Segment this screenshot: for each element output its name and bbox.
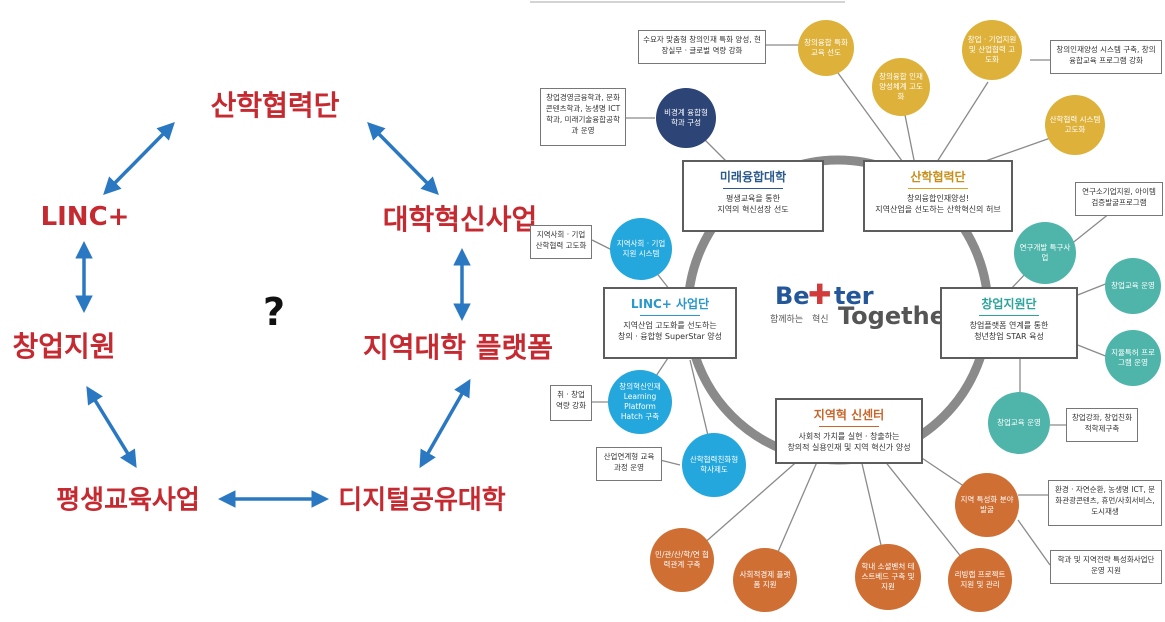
box-linc: LINC+ 사업단 지역산업 고도화를 선도하는 창의 · 융합형 SuperS… — [603, 287, 737, 359]
circle-teal-3: 지율특허 프로그램 운영 — [1105, 330, 1161, 386]
node-digital: 디지털공유대학 — [338, 485, 506, 516]
better-together-logo: Be ✚ ter 함께하는 혁신 Together — [770, 278, 958, 330]
note-blue-3: 산업연계형 교육과정 운영 — [596, 447, 662, 481]
circle-teal-4: 창업교육 운영 — [988, 392, 1050, 454]
circle-teal-2: 창업교육 운영 — [1105, 258, 1161, 314]
note-orange-5b: 학과 및 지역전략 특성화사업단 운영 지원 — [1050, 550, 1162, 584]
right-diagram: Be ✚ ter 함께하는 혁신 Together 미래융합대학 평생교육을 통… — [530, 0, 1165, 622]
note-orange-5: 환경 · 자연순환, 농생명 ICT, 문화관광콘텐츠, 휴먼/사회서비스, 도… — [1048, 480, 1162, 526]
box-future: 미래융합대학 평생교육을 통한 지역의 혁신성장 선도 — [682, 160, 824, 232]
circle-navy-1: 비경계 융합형 학과 구성 — [656, 88, 716, 148]
circle-orange-5: 지역 특성화 분야 발굴 — [955, 473, 1019, 537]
box-startup: 창업지원단 창업플랫폼 연계를 통한 청년창업 STAR 육성 — [940, 287, 1078, 359]
arrow-industry-innovation — [367, 122, 439, 195]
circle-blue-2: 창의혁신인재 Learning Platform Hatch 구축 — [608, 370, 672, 434]
node-regional: 지역대학 플랫폼 — [362, 331, 554, 364]
circle-blue-1: 지역사회 · 기업 지원 시스템 — [610, 218, 672, 280]
arrow-startup-lifelong — [86, 386, 137, 468]
question-mark: ? — [262, 290, 286, 334]
note-gold-3: 창의인재양성 시스템 구축, 창의융합교육 프로그램 강화 — [1050, 40, 1162, 74]
note-blue-2: 취 · 창업 역량 강화 — [550, 385, 592, 421]
node-startup: 창업지원 — [12, 330, 116, 363]
circle-orange-1: 민/관/산/학/연 협력관계 구축 — [650, 528, 714, 592]
box-regional: 지역혁 신센터 사회적 가치를 실현 · 창출하는 창의적 실용인재 및 지역 … — [775, 398, 923, 464]
note-teal-1: 연구소기업지원, 아이템검증발굴프로그램 — [1075, 182, 1163, 216]
circle-orange-2: 사회적경제 플랫폼 지원 — [733, 548, 797, 612]
arrows-layer — [75, 122, 471, 508]
note-teal-4: 창업강좌, 창업친화적학제구축 — [1066, 408, 1138, 442]
arrow-regional-digital — [419, 378, 471, 469]
circle-gold-1: 창의융합 특화교육 선도 — [798, 20, 854, 76]
circle-gold-2: 창의융합 인재양성체계 고도화 — [872, 58, 930, 116]
node-linc: LINC+ — [40, 202, 130, 232]
node-innovation: 대학혁신사업 — [382, 203, 538, 236]
circle-blue-3: 산학협력친화형 학사제도 — [682, 433, 746, 497]
note-gold-1: 수요자 맞춤형 창의인재 특화 양성, 현장실무 · 글로벌 역량 강화 — [638, 30, 766, 64]
circle-gold-4: 산학협력 시스템 고도화 — [1045, 95, 1105, 155]
circle-gold-3: 창업 · 기업지원 및 산업협력 고도화 — [962, 20, 1022, 80]
left-diagram: 산학협력단 LINC+ 대학혁신사업 창업지원 지역대학 플랫폼 평생교육사업 … — [0, 0, 560, 622]
note-navy: 창업경영금융학과, 문화콘텐츠학과, 농생명 ICT학과, 미래기술융합공학과 … — [540, 88, 626, 146]
box-industry: 산학협력단 창의융합인재양성! 지역산업을 선도하는 산학혁신의 허브 — [863, 160, 1013, 232]
note-blue-1: 지역사회 · 기업 산학협력 고도화 — [530, 225, 592, 259]
arrow-industry-linc — [103, 122, 175, 195]
circle-orange-4: 리빙랩 프로젝트 지원 및 관리 — [948, 548, 1012, 612]
node-lifelong: 평생교육사업 — [56, 485, 200, 516]
circle-teal-1: 연구개발 특구사업 — [1014, 222, 1076, 284]
circle-orange-3: 학내 소셜벤처 테스트베드 구축 및 지원 — [855, 544, 921, 610]
cross-icon: ✚ — [808, 278, 832, 311]
node-industry: 산학협력단 — [210, 89, 340, 122]
